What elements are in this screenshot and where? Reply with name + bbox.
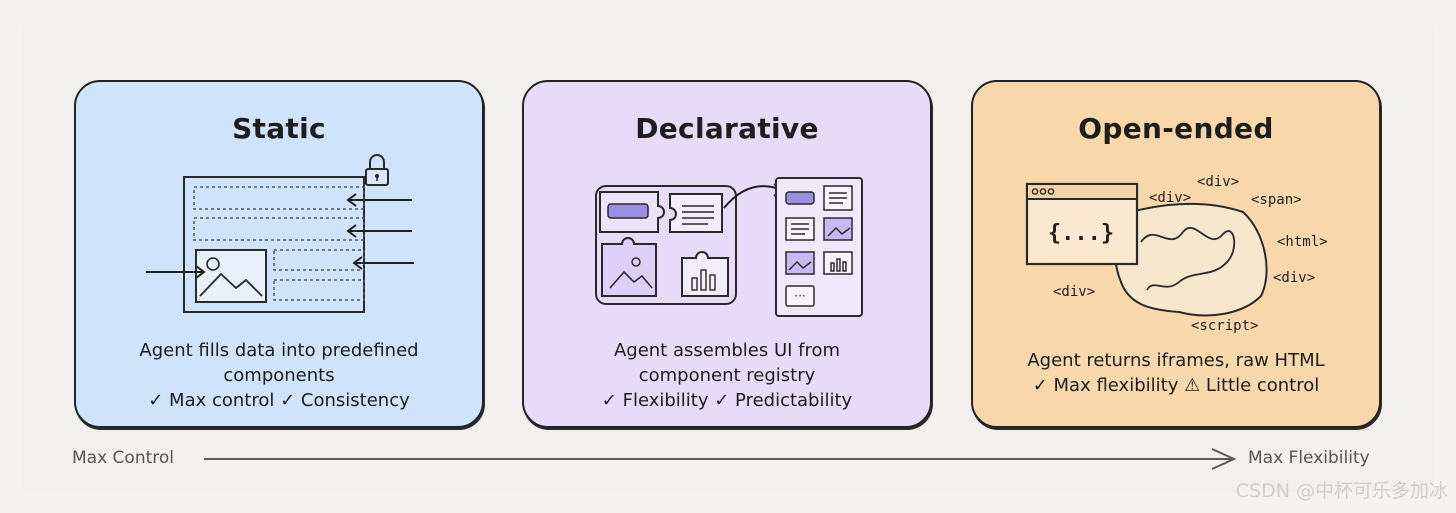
lock-icon [365,154,389,186]
form-field-1 [193,186,365,210]
open-ended-desc-line1: Agent returns iframes, raw HTML [1027,350,1325,371]
puzzle-piece-image [601,237,657,297]
static-desc-line3: ✓ Max control ✓ Consistency [148,390,410,411]
puzzle-piece-text [669,193,723,233]
html-scribble [1140,226,1236,291]
form-page [183,176,365,313]
declarative-title: Declarative [635,112,819,145]
form-field-4 [273,279,365,301]
static-card: Static [74,80,484,428]
tag-div-left-bottom: <div> [1053,284,1095,300]
tag-span: <span> [1251,192,1302,208]
input-arrows [146,193,414,279]
declarative-card: Declarative [522,80,932,428]
open-ended-card: Open-ended {...} <div> <div> <span> <htm… [971,80,1381,428]
form-field-2 [193,217,365,241]
open-ended-desc-line2: ✓ Max flexibility ⚠ Little control [1032,375,1320,396]
browser-window-icon [1025,182,1139,266]
static-title: Static [232,112,326,145]
static-illustration [146,154,414,313]
declarative-description: Agent assembles UI from component regist… [534,338,920,413]
declarative-desc-line3: ✓ Flexibility ✓ Predictability [601,390,853,411]
axis-label-max-control: Max Control [72,448,174,468]
tag-div-left-top: <div> [1149,190,1191,206]
open-ended-description: Agent returns iframes, raw HTML ✓ Max fl… [983,348,1369,398]
declarative-desc-line2: component registry [638,365,816,386]
tag-html: <html> [1277,234,1328,250]
tag-div-right: <div> [1273,270,1315,286]
declarative-illustration: ··· [595,177,863,317]
static-desc-line2: components [223,365,335,386]
puzzle-piece-button [599,191,665,233]
image-placeholder-icon [195,249,267,303]
registry-more-icon: ··· [794,289,805,303]
watermark: CSDN @中杯可乐多加冰 [1235,480,1448,502]
open-ended-title: Open-ended [1078,112,1274,145]
component-registry-panel [775,177,863,317]
static-desc-line1: Agent fills data into predefined [139,340,419,361]
open-ended-illustration: {...} <div> <div> <span> <html> <div> <d… [1025,174,1328,334]
tag-script: <script> [1191,318,1258,334]
axis-label-max-flexibility: Max Flexibility [1248,448,1370,468]
registry-items [785,185,853,307]
form-field-3 [273,249,365,271]
puzzle-group-frame [595,185,737,305]
static-description: Agent fills data into predefined compone… [86,338,472,413]
tag-div-top: <div> [1197,174,1239,190]
control-flexibility-arrow [204,448,1237,470]
puzzle-piece-chart [681,251,729,297]
code-braces: {...} [1048,221,1114,246]
declarative-desc-line1: Agent assembles UI from [613,340,841,361]
